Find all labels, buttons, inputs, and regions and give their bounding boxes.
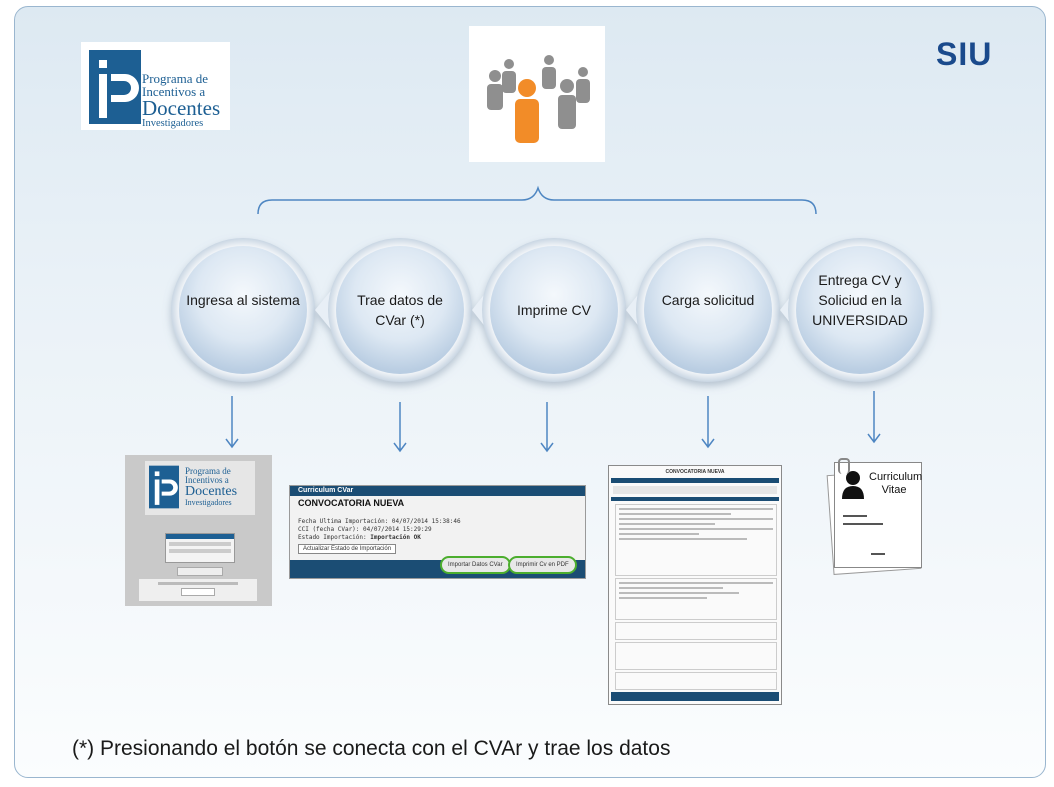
cvar-panel-header: Curriculum CVar xyxy=(290,486,585,496)
logo-line-1: Programa de xyxy=(142,71,209,86)
step-circle-5 xyxy=(780,238,932,382)
thumb-user-field xyxy=(169,542,231,546)
form-section-3 xyxy=(615,622,777,640)
paper-clip-icon xyxy=(838,458,850,474)
login-screenshot: Programa de Incentivos a Docentes Invest… xyxy=(125,455,272,606)
thumb-login-button xyxy=(177,567,223,576)
program-logo-mark xyxy=(89,50,141,124)
form-footer-bar xyxy=(611,692,779,701)
logo-line-2: Incentivos a xyxy=(142,84,206,99)
form-section-4 xyxy=(615,642,777,670)
cv-text-line-2 xyxy=(843,523,883,525)
thumb-form-header xyxy=(166,534,234,539)
step-circle-2 xyxy=(315,238,472,382)
logo-line-4: Investigadores xyxy=(142,118,204,129)
print-cv-pdf-button[interactable]: Imprimir Cv en PDF xyxy=(508,556,577,574)
down-arrow-2 xyxy=(393,402,407,453)
cv-front-page: Curriculum Vitae xyxy=(834,462,922,568)
cvar-cci-date: CCI (fecha CVar): 04/07/2014 15:29:29 xyxy=(298,526,432,533)
form-section-1 xyxy=(615,504,777,576)
thumb-pass-field xyxy=(169,549,231,553)
step-label-3: Imprime CV xyxy=(517,302,591,318)
down-arrow-4 xyxy=(701,396,715,449)
down-arrow-3 xyxy=(540,402,554,453)
down-arrow-1 xyxy=(225,396,239,449)
thumb-login-form xyxy=(165,533,235,563)
thumb-logo-line-1: Programa de xyxy=(185,466,231,476)
step-label-1: Ingresa al sistema xyxy=(186,292,300,308)
person-silhouette-icon xyxy=(842,471,864,499)
update-import-button[interactable]: Actualizar Estado de Importación xyxy=(298,544,397,554)
footnote: (*) Presionando el botón se conecta con … xyxy=(72,737,671,760)
thumb-notice-line xyxy=(158,582,238,585)
form-section-bar xyxy=(611,497,779,501)
form-header-bar xyxy=(611,478,779,483)
form-section-2 xyxy=(615,578,777,620)
solicitud-form-screenshot: CONVOCATORIA NUEVA xyxy=(608,465,782,705)
thumb-logo-line-2: Incentivos a xyxy=(185,475,229,485)
down-arrow-5 xyxy=(867,391,881,444)
step-circle-3 xyxy=(472,238,626,382)
thumb-logo-line-4: Investigadores xyxy=(185,498,232,507)
form-title: CONVOCATORIA NUEVA xyxy=(665,469,725,475)
cvar-last-import: Fecha Ultima Importación: 04/07/2014 15:… xyxy=(298,518,461,525)
step-circle-1 xyxy=(171,238,315,382)
step-label-2: Trae datos de CVar (*) xyxy=(357,292,443,328)
cv-text-line-3 xyxy=(871,553,885,555)
step-label-4: Carga solicitud xyxy=(661,292,755,308)
program-logo: Programa de Incentivos a Docentes Invest… xyxy=(81,42,230,130)
cv-text-line-1 xyxy=(843,515,867,517)
people-group-icon xyxy=(487,55,590,143)
siu-logo: SIU xyxy=(936,36,993,72)
cvar-import-status: Estado Importación: Importación OK xyxy=(298,534,421,541)
step-circle-4 xyxy=(626,238,780,382)
cvar-status-label: Estado Importación: xyxy=(298,534,367,541)
step-label-5: Entrega CV y Soliciud en la UNIVERSIDAD xyxy=(812,272,908,328)
form-section-5 xyxy=(615,672,777,690)
people-group-image xyxy=(469,26,605,162)
thumb-logo-text: Programa de Incentivos a Docentes Invest… xyxy=(185,467,237,507)
thumb-notice-button xyxy=(181,588,215,596)
import-cvar-button[interactable]: Importar Datos CVar xyxy=(440,556,511,574)
cvar-status-value: Importación OK xyxy=(370,534,421,541)
thumb-logo-area: Programa de Incentivos a Docentes Invest… xyxy=(145,461,255,515)
cvar-panel-title: CONVOCATORIA NUEVA xyxy=(298,498,405,508)
group-brace xyxy=(257,185,817,215)
thumb-logo-line-3: Docentes xyxy=(185,484,238,499)
program-logo-text: Programa de Incentivos a Docentes Invest… xyxy=(142,72,220,130)
cv-title: Curriculum Vitae xyxy=(869,471,923,496)
form-tabs xyxy=(613,486,777,494)
cvar-import-screenshot: Curriculum CVar CONVOCATORIA NUEVA Fecha… xyxy=(289,485,586,579)
thumb-notice-box xyxy=(139,579,257,601)
curriculum-vitae-image: Curriculum Vitae xyxy=(820,458,923,575)
logo-line-3: Docentes xyxy=(142,96,221,120)
thumb-logo-mark xyxy=(149,465,179,509)
